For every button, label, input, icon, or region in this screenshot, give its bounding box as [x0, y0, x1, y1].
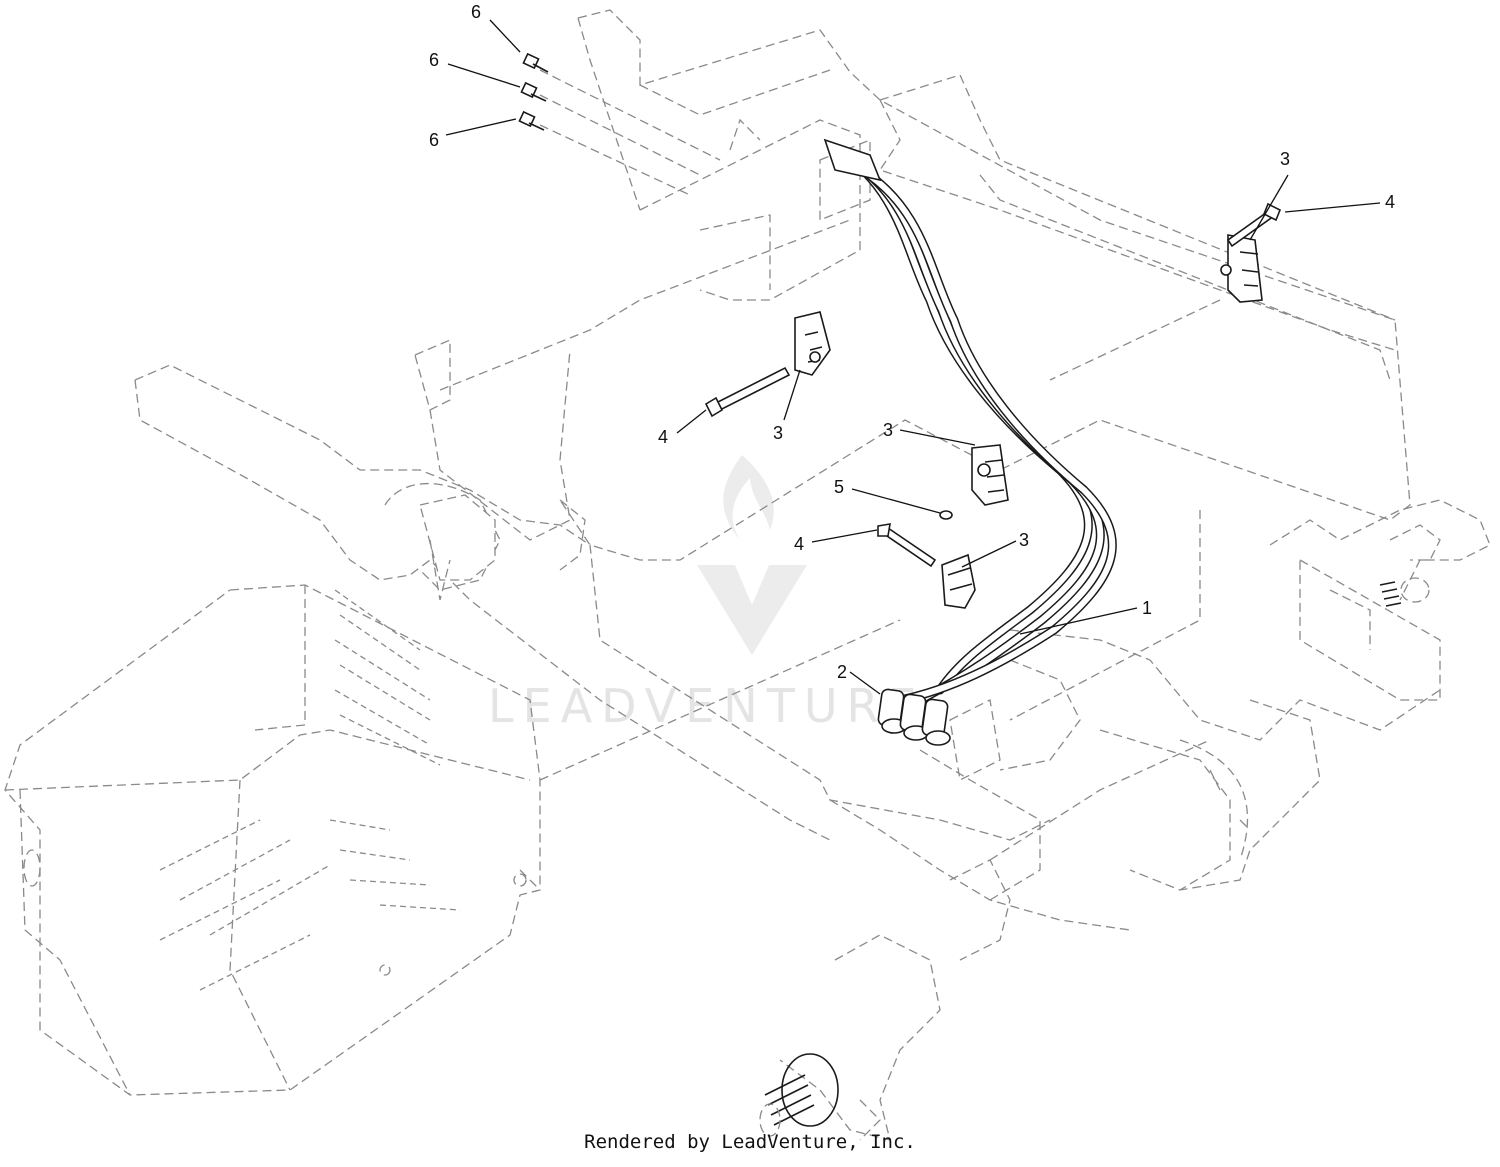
screw-top [522, 52, 549, 73]
callout-6-bottom: 6 [429, 130, 439, 150]
callout-4-upper-right: 4 [1385, 192, 1395, 212]
bolt-middle [877, 523, 937, 568]
battery-box [4, 584, 541, 1096]
upper-frame [414, 9, 1411, 571]
callout-5: 5 [834, 477, 844, 497]
centerlines [539, 69, 1221, 781]
cap-3 [921, 698, 951, 746]
callout-3-left: 3 [773, 423, 783, 443]
transmission-assembly [829, 629, 1441, 931]
screw-bottom [518, 110, 545, 131]
leadventure-watermark: LEADVENTURE [488, 455, 926, 733]
watermark-text: LEADVENTURE [488, 679, 926, 733]
hose-caps [877, 688, 951, 746]
callout-3-upper-right: 3 [1280, 149, 1290, 169]
footer-credit: Rendered by LeadVenture, Inc. [584, 1131, 916, 1153]
callout-labels: 6 6 6 3 4 3 4 3 5 4 3 1 2 [429, 2, 1395, 682]
callout-4-middle: 4 [794, 534, 804, 554]
screw-middle [520, 81, 547, 102]
clip-5 [939, 510, 953, 520]
hydraulic-hose-bundle [823, 138, 1117, 705]
callout-4-left: 4 [658, 427, 668, 447]
callout-3-middle: 3 [883, 420, 893, 440]
hose-clamp-left [794, 311, 831, 376]
callout-6-top: 6 [471, 2, 481, 22]
leader-lines [445, 19, 1381, 695]
hose-clamp-lower [941, 553, 976, 609]
callout-1: 1 [1142, 598, 1152, 618]
left-crossbar [134, 364, 1051, 841]
front-left-axle [759, 739, 1211, 1141]
callout-3-lower: 3 [1019, 530, 1029, 550]
callout-6-middle: 6 [429, 50, 439, 70]
rear-right-axle [1269, 499, 1491, 701]
bolt-left [704, 366, 791, 418]
callout-2: 2 [837, 662, 847, 682]
hose-clamp-middle [971, 444, 1009, 506]
